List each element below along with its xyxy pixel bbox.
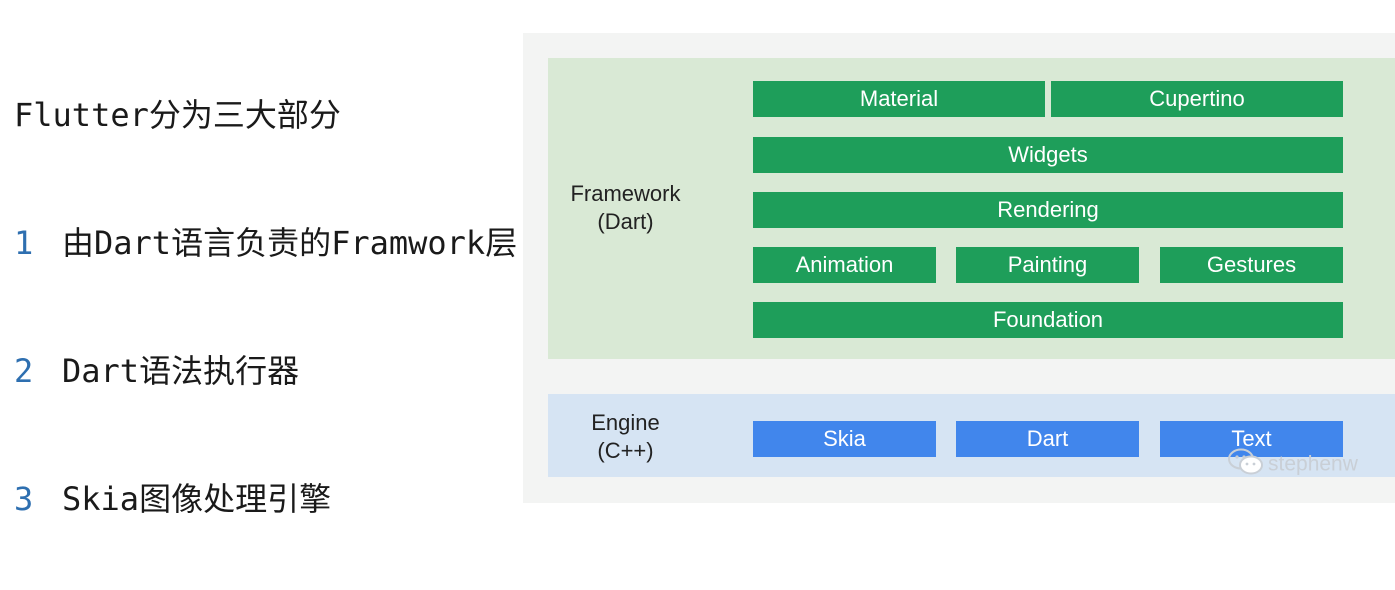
cupertino-box: Cupertino	[1051, 81, 1343, 117]
list-item-text: 由Dart语言负责的Framwork层	[62, 224, 518, 262]
material-box: Material	[753, 81, 1045, 117]
slide-title: Flutter分为三大部分	[14, 96, 341, 134]
list-item: 1 由Dart语言负责的Framwork层	[14, 218, 517, 264]
flutter-architecture-diagram: Framework (Dart) Material Cupertino Widg…	[523, 33, 1395, 503]
animation-box: Animation	[753, 247, 936, 283]
framework-label-language: (Dart)	[597, 209, 654, 234]
list-item: 2 Dart语法执行器	[14, 346, 299, 392]
engine-label: Engine (C++)	[563, 409, 688, 465]
list-item-text: Skia图像处理引擎	[62, 480, 332, 518]
watermark: stephenw	[1228, 448, 1358, 482]
engine-label-name: Engine	[591, 410, 660, 435]
framework-label: Framework (Dart)	[563, 180, 688, 236]
list-item-number: 3	[14, 480, 34, 518]
framework-label-name: Framework	[570, 181, 681, 206]
dart-box: Dart	[956, 421, 1139, 457]
widgets-box: Widgets	[753, 137, 1343, 173]
list-item: 3 Skia图像处理引擎	[14, 474, 331, 520]
foundation-box: Foundation	[753, 302, 1343, 338]
wechat-icon	[1228, 448, 1264, 482]
engine-label-language: (C++)	[597, 438, 654, 463]
list-item-number: 1	[14, 224, 34, 262]
list-item-text: Dart语法执行器	[62, 352, 300, 390]
watermark-text: stephenw	[1268, 452, 1358, 476]
skia-box: Skia	[753, 421, 936, 457]
text-box: Text	[1160, 421, 1343, 457]
rendering-box: Rendering	[753, 192, 1343, 228]
list-item-number: 2	[14, 352, 34, 390]
painting-box: Painting	[956, 247, 1139, 283]
gestures-box: Gestures	[1160, 247, 1343, 283]
